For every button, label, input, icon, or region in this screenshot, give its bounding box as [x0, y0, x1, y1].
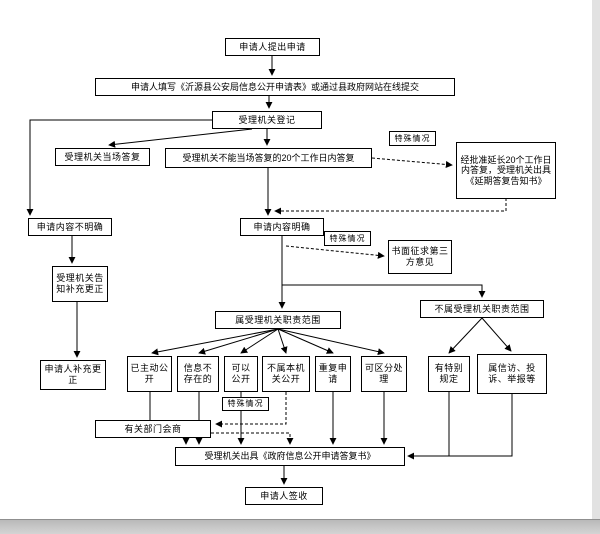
node-fill-form: 申请人填写《沂源县公安局信息公开申请表》或通过县政府网站在线提交: [95, 78, 455, 96]
node-info-not-exist: 信息不存在的: [177, 356, 219, 392]
node-petition-complaint: 属信访、投诉、举报等: [477, 354, 547, 394]
node-content-clear: 申请内容明确: [240, 218, 324, 236]
node-reply-document: 受理机关出具《政府信息公开申请答复书》: [175, 447, 405, 466]
node-in-scope: 属受理机关职责范围: [215, 311, 341, 329]
node-onspot-reply: 受理机关当场答复: [55, 148, 150, 166]
window-bottom-edge: [0, 519, 600, 534]
node-applicant-sign: 申请人签收: [245, 487, 323, 505]
node-separable-handling: 可区分处理: [361, 356, 407, 392]
node-special-case-3: 特殊情况: [222, 397, 269, 411]
node-department-consult: 有关部门会商: [95, 420, 211, 438]
node-special-case-2: 特殊情况: [324, 231, 371, 246]
node-applicant-supplement: 申请人补充更正: [40, 360, 106, 390]
node-repeated-application: 重复申请: [315, 356, 351, 392]
node-not-this-authority: 不属本机关公开: [262, 356, 310, 392]
node-content-unclear: 申请内容不明确: [28, 218, 112, 236]
node-out-of-scope: 不属受理机关职责范围: [420, 300, 544, 318]
node-notify-correction: 受理机关告知补充更正: [52, 266, 108, 302]
node-not-onspot-reply: 受理机关不能当场答复的20个工作日内答复: [165, 148, 372, 168]
node-extend-reply: 经批准延长20个工作日内答复，受理机关出具《延期答复告知书》: [456, 142, 556, 199]
node-third-party-opinion: 书面征求第三方意见: [388, 240, 452, 274]
node-already-disclosed: 已主动公开: [127, 356, 172, 392]
node-special-case-1: 特殊情况: [389, 131, 436, 146]
node-can-disclose: 可以公开: [224, 356, 258, 392]
node-special-provisions: 有特别规定: [428, 356, 470, 392]
node-register: 受理机关登记: [212, 111, 322, 129]
node-applicant-submit: 申请人提出申请: [225, 38, 320, 56]
window-right-edge: [592, 0, 600, 519]
